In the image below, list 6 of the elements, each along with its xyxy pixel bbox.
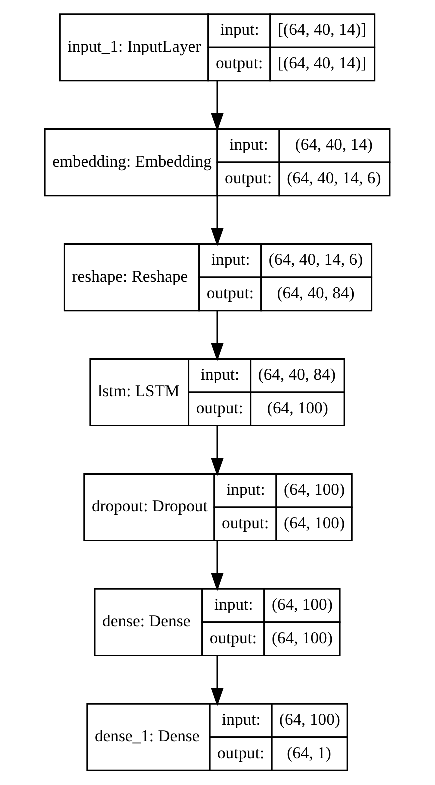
arrow (211, 80, 224, 132)
arrow (211, 656, 224, 706)
arrow (211, 196, 224, 246)
arrow (211, 540, 224, 592)
arrow (211, 426, 224, 476)
arrow (211, 310, 224, 362)
